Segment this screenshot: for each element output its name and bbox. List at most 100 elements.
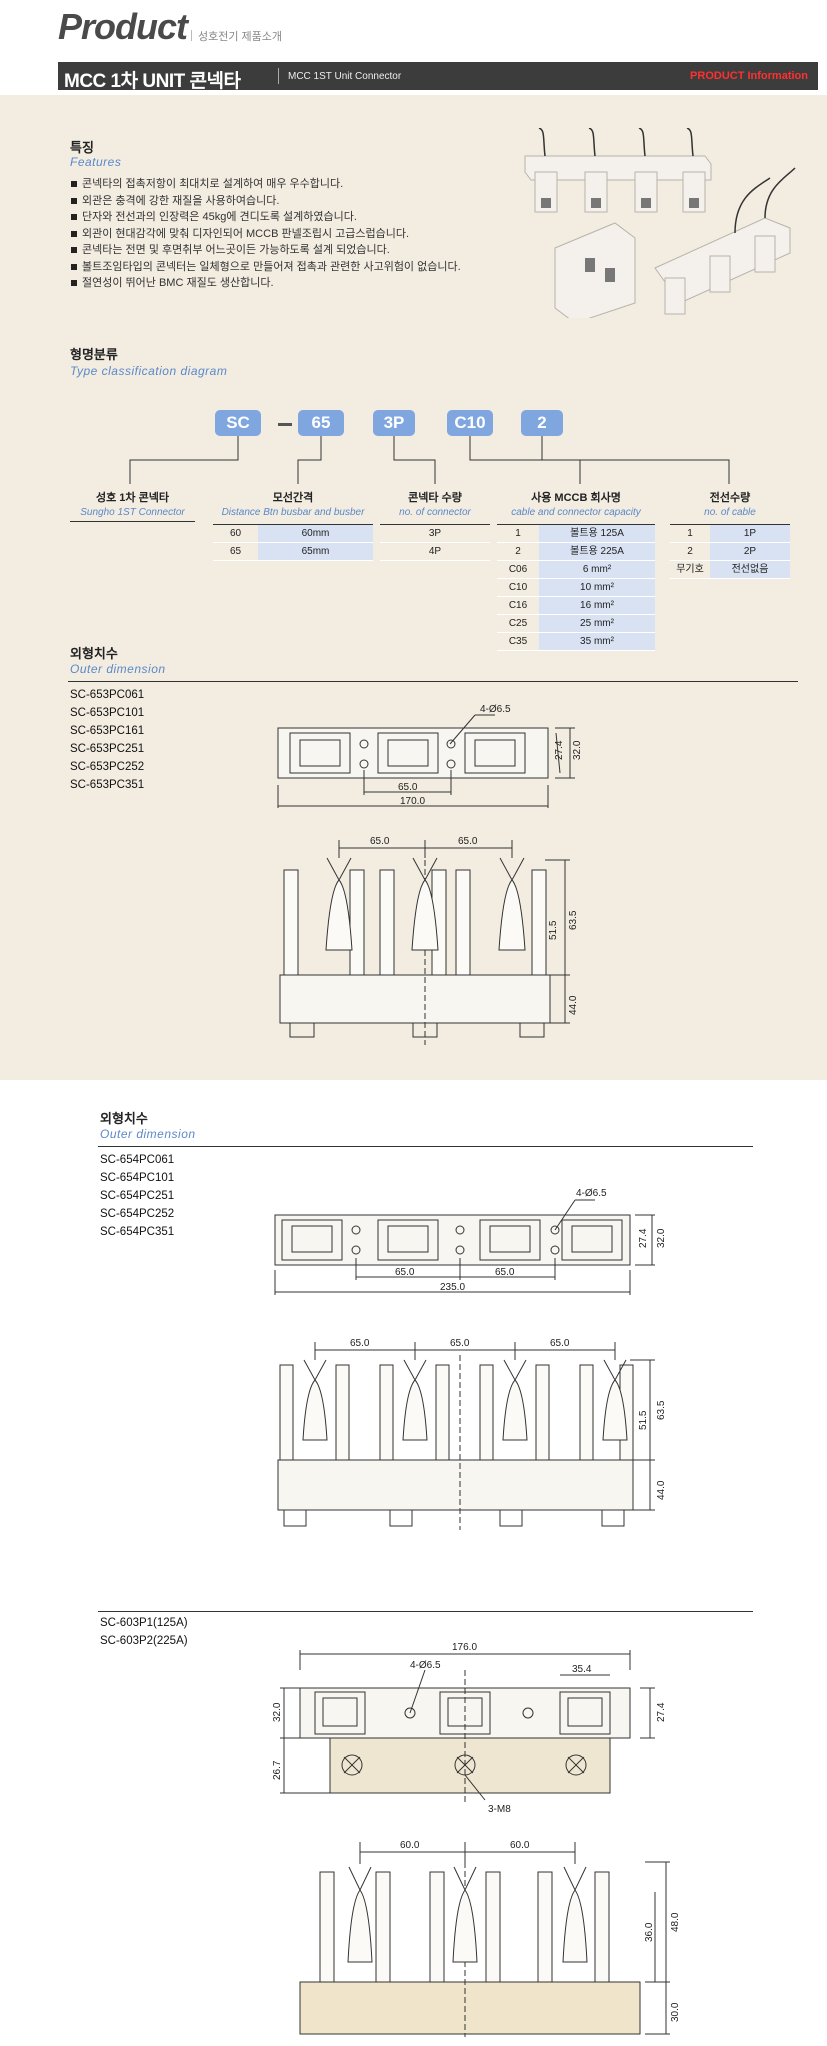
outer2-title: 외형치수 bbox=[100, 1111, 148, 1126]
outer2-rule bbox=[98, 1146, 753, 1147]
table-cell: 65mm bbox=[258, 543, 373, 560]
table-cell: 1P bbox=[710, 525, 790, 542]
column-mccb: 사용 MCCB 회사명 cable and connector capacity bbox=[497, 490, 655, 520]
outer1-subtitle: Outer dimension bbox=[70, 662, 166, 676]
table-cell: 1 bbox=[687, 528, 693, 539]
dim-label: 65.0 bbox=[350, 1338, 370, 1349]
table-cell: C06 bbox=[508, 564, 528, 575]
product-title: MCC 1차 UNIT 콘넥타 bbox=[64, 71, 241, 92]
product-subtitle: MCC 1ST Unit Connector bbox=[288, 71, 402, 82]
brand-title: Product bbox=[58, 6, 188, 47]
model-item: SC-603P1(125A) bbox=[100, 1617, 188, 1629]
table-cell: 6 mm² bbox=[539, 561, 655, 578]
model-item: SC-653PC061 bbox=[70, 689, 145, 701]
dim-label: 32.0 bbox=[656, 1228, 667, 1248]
feature-item: 외관은 충격에 강한 재질을 사용하여습니다. bbox=[70, 193, 490, 210]
feature-item: 외관이 현대감각에 맞춰 디자인되어 MCCB 판넬조립시 고급스럽습니다. bbox=[70, 226, 490, 243]
table-cell: 65 bbox=[229, 546, 242, 557]
table-cell: 2 bbox=[515, 546, 521, 557]
column-connector-label: 콘넥타 수량 bbox=[408, 492, 462, 504]
model-item: SC-653PC351 bbox=[70, 779, 145, 791]
dim-label: 65.0 bbox=[450, 1338, 470, 1349]
table-cell: 2 bbox=[687, 546, 693, 557]
dim-label: 176.0 bbox=[452, 1642, 477, 1653]
outer3-rule bbox=[98, 1611, 753, 1612]
table-cell: 10 mm² bbox=[539, 579, 655, 596]
table-cell: 25 mm² bbox=[539, 615, 655, 632]
column-distance-sub: Distance Btn busbar and busber bbox=[221, 507, 365, 518]
dim-label: 170.0 bbox=[400, 796, 425, 807]
column-sungho: 성호 1차 콘넥타 Sungho 1ST Connector bbox=[70, 490, 195, 520]
dim-label: 65.0 bbox=[458, 836, 478, 847]
dim-label: 63.5 bbox=[568, 910, 579, 930]
dim-label: 30.0 bbox=[670, 2002, 681, 2022]
dim-label: 65.0 bbox=[495, 1267, 515, 1278]
dim-label: 27.4 bbox=[638, 1228, 649, 1248]
features-title: 특징 bbox=[70, 140, 94, 155]
code-sc: SC bbox=[215, 410, 261, 436]
page-header: Product 성호전기 제품소개 bbox=[58, 6, 818, 50]
dim-label: 63.5 bbox=[656, 1400, 667, 1420]
table-cell: 35 mm² bbox=[539, 633, 655, 650]
feature-item: 콘넥타의 접촉저항이 최대치로 설계하여 매우 우수합니다. bbox=[70, 176, 490, 193]
dim-label: 44.0 bbox=[656, 1480, 667, 1500]
features-subtitle: Features bbox=[70, 155, 122, 169]
outer2-models: SC-654PC061 SC-654PC101 SC-654PC251 SC-6… bbox=[100, 1151, 174, 1241]
dim-label: 32.0 bbox=[572, 740, 583, 760]
title-separator bbox=[278, 68, 279, 84]
features-list: 콘넥타의 접촉저항이 최대치로 설계하여 매우 우수합니다. 외관은 충격에 강… bbox=[70, 176, 490, 292]
column-connector: 콘넥타 수량 no. of connector bbox=[380, 490, 490, 520]
dim-label: 4-Ø6.5 bbox=[576, 1188, 607, 1199]
dim-label: 65.0 bbox=[370, 836, 390, 847]
feature-item: 콘넥타는 전면 및 후면취부 어느곳이든 가능하도록 설계 되었습니다. bbox=[70, 242, 490, 259]
dim-label: 65.0 bbox=[398, 782, 418, 793]
table-cell: 볼트용 225A bbox=[539, 543, 655, 560]
dim-label: 51.5 bbox=[638, 1410, 649, 1430]
product-info-link[interactable]: PRODUCT Information bbox=[690, 70, 808, 82]
table-cell: C25 bbox=[508, 618, 528, 629]
column-sungho-rule bbox=[70, 521, 195, 522]
column-cable-sub: no. of cable bbox=[704, 507, 756, 518]
dim-label: 36.0 bbox=[644, 1922, 655, 1942]
dim-label: 26.7 bbox=[272, 1760, 283, 1780]
brand-subtitle: 성호전기 제품소개 bbox=[191, 28, 282, 44]
column-mccb-sub: cable and connector capacity bbox=[511, 507, 641, 518]
product-photo bbox=[524, 128, 796, 318]
column-sungho-sub: Sungho 1ST Connector bbox=[80, 507, 185, 518]
dim-label: 32.0 bbox=[272, 1702, 283, 1722]
dim-label: 65.0 bbox=[395, 1267, 415, 1278]
outer1-models: SC-653PC061 SC-653PC101 SC-653PC161 SC-6… bbox=[70, 686, 144, 794]
table-cell: 60mm bbox=[258, 525, 373, 542]
dim-label: 27.4 bbox=[656, 1702, 667, 1722]
model-item: SC-653PC161 bbox=[70, 725, 145, 737]
model-item: SC-603P2(225A) bbox=[100, 1635, 188, 1647]
dim-label: 235.0 bbox=[440, 1282, 465, 1293]
feature-item: 절연성이 뛰어난 BMC 재질도 생산합니다. bbox=[70, 275, 490, 292]
title-bar: MCC 1차 UNIT 콘넥타 MCC 1ST Unit Connector P… bbox=[58, 62, 818, 92]
outer2-subtitle: Outer dimension bbox=[100, 1127, 196, 1141]
dim-label: 3-M8 bbox=[488, 1804, 511, 1815]
feature-item: 단자와 전선과의 인장력은 45kg에 견디도록 설계하였습니다. bbox=[70, 209, 490, 226]
code-cable: 2 bbox=[521, 410, 563, 436]
table-cell: 전선없음 bbox=[710, 561, 790, 578]
dim-label: 48.0 bbox=[670, 1912, 681, 1932]
dim-label: 4-Ø6.5 bbox=[480, 704, 511, 715]
table-cell: C35 bbox=[508, 636, 528, 647]
outer1-title: 외형치수 bbox=[70, 646, 118, 661]
model-item: SC-654PC061 bbox=[100, 1154, 175, 1166]
code-connector: 3P bbox=[373, 410, 415, 436]
outer2-top-drawing: 4-Ø6.5 65.0 65.0 235.0 27.4 32.0 bbox=[274, 1188, 667, 1295]
model-item: SC-653PC252 bbox=[70, 761, 145, 773]
code-dash bbox=[278, 423, 292, 426]
type-title: 형명분류 bbox=[70, 347, 118, 362]
column-distance: 모선간격 Distance Btn busbar and busber bbox=[213, 490, 373, 520]
dim-label: 44.0 bbox=[568, 995, 579, 1015]
dim-label: 65.0 bbox=[550, 1338, 570, 1349]
column-cable-label: 전선수량 bbox=[709, 492, 751, 504]
code-mccb: C10 bbox=[447, 410, 493, 436]
outer1-side-drawing: 65.0 65.0 51.5 63.5 44.0 bbox=[279, 836, 579, 1045]
table-cell: 16 mm² bbox=[539, 597, 655, 614]
model-item: SC-653PC101 bbox=[70, 707, 145, 719]
dim-label: 35.4 bbox=[572, 1664, 592, 1675]
